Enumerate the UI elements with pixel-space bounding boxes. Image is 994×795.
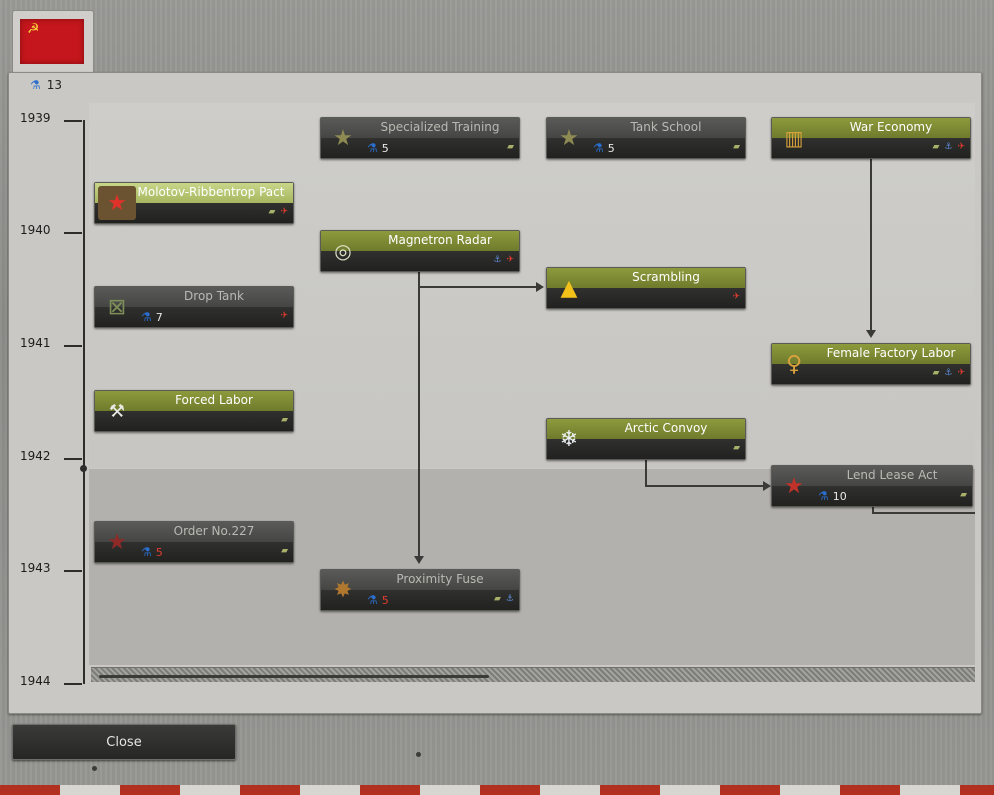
connector	[872, 505, 874, 513]
tech-card-proximity-fuse[interactable]: ✸ Proximity Fuse ⚗5 ▰⚓	[320, 569, 520, 611]
radar-icon: ◎	[334, 239, 352, 263]
tech-tags: ▰✈	[268, 207, 288, 217]
connector	[872, 512, 975, 514]
tech-tags: ▰	[960, 490, 967, 500]
soviet-flag-icon: ☭	[20, 19, 84, 64]
briefcase-icon: ★	[98, 186, 136, 220]
tech-card-tank-school[interactable]: ★ Tank School ⚗5 ▰	[546, 117, 746, 159]
tech-card-female-factory-labor[interactable]: ♀ Female Factory Labor ▰⚓✈	[771, 343, 971, 385]
tech-title: Order No.227	[173, 524, 255, 538]
tech-tags: ▰	[281, 546, 288, 556]
tech-title: Magnetron Radar	[388, 233, 492, 247]
connector-arrow	[414, 556, 424, 564]
tech-tags: ▰	[733, 142, 740, 152]
tech-cost: ⚗7	[141, 310, 163, 324]
tech-card-scrambling[interactable]: ▲ Scrambling ✈	[546, 267, 746, 309]
tech-tags: ✈	[280, 311, 288, 321]
tech-card-lend-lease-act[interactable]: ★ Lend Lease Act ⚗10 ▰	[771, 465, 973, 507]
timeline-tick	[64, 458, 82, 460]
research-points-value: 13	[46, 78, 63, 92]
tech-card-drop-tank[interactable]: ⊠ Drop Tank ⚗7 ✈	[94, 286, 294, 328]
tech-tags: ✈	[732, 292, 740, 302]
timeline-axis	[83, 120, 85, 684]
horizontal-scrollbar[interactable]	[91, 667, 975, 682]
connector	[418, 271, 420, 557]
tech-tags: ▰⚓✈	[932, 368, 965, 378]
tech-tags: ▰⚓✈	[932, 142, 965, 152]
tech-title: Drop Tank	[184, 289, 244, 303]
timeline-tick	[64, 232, 82, 234]
timeline-tick	[64, 570, 82, 572]
year-label: 1941	[20, 336, 51, 350]
tech-tags: ⚓✈	[493, 255, 514, 265]
star-icon: ★	[333, 125, 353, 151]
year-label: 1944	[20, 674, 51, 688]
tech-cost: ⚗10	[818, 489, 847, 503]
rivet	[416, 752, 421, 757]
factory-icon: ▥	[784, 126, 804, 150]
tech-title: Lend Lease Act	[846, 468, 938, 482]
research-points: ⚗ 13	[30, 78, 62, 92]
close-button[interactable]: Close	[12, 724, 236, 760]
connector	[645, 485, 763, 487]
timeline-current-marker	[80, 465, 87, 472]
tech-tags: ▰⚓	[494, 594, 514, 604]
connector-arrow	[536, 282, 544, 292]
shovel-icon: ⚒	[108, 400, 126, 422]
tech-title: Tank School	[630, 120, 702, 134]
tech-title: Proximity Fuse	[396, 572, 484, 586]
tech-card-molotov-ribbentrop-pact[interactable]: ★ Molotov-Ribbentrop Pact ▰✈	[94, 182, 294, 224]
tech-tags: ▰	[507, 142, 514, 152]
tech-title: Arctic Convoy	[624, 421, 708, 435]
tech-card-order-no-227[interactable]: ★ Order No.227 ⚗5 ▰	[94, 521, 294, 563]
tech-title: War Economy	[849, 120, 933, 134]
rivet	[92, 766, 97, 771]
year-label: 1939	[20, 111, 51, 125]
red-star-icon: ★	[107, 529, 127, 555]
timeline-tick	[64, 345, 82, 347]
tech-title: Forced Labor	[175, 393, 253, 407]
tech-cost: ⚗5	[141, 545, 163, 559]
flask-icon: ⚗	[30, 78, 41, 92]
scrollbar-thumb[interactable]	[99, 675, 489, 678]
fuel-can-icon: ⊠	[107, 294, 127, 320]
tech-card-magnetron-radar[interactable]: ◎ Magnetron Radar ⚓✈	[320, 230, 520, 272]
female-icon: ♀	[785, 351, 803, 377]
tech-title: Scrambling	[632, 270, 700, 284]
timeline-tick	[64, 120, 82, 122]
star-ship-icon: ★	[784, 473, 804, 499]
tech-tags: ▰	[733, 443, 740, 453]
connector	[645, 459, 647, 486]
year-label: 1942	[20, 449, 51, 463]
connector-arrow	[866, 330, 876, 338]
tech-cost: ⚗5	[367, 141, 389, 155]
hazard-stripe	[0, 785, 994, 795]
star-tank-icon: ★	[559, 125, 579, 151]
tech-card-specialized-training[interactable]: ★ Specialized Training ⚗5 ▰	[320, 117, 520, 159]
tech-card-war-economy[interactable]: ▥ War Economy ▰⚓✈	[771, 117, 971, 159]
tech-tags: ▰	[281, 415, 288, 425]
warning-plane-icon: ▲	[560, 275, 578, 301]
timeline-tick	[64, 683, 82, 685]
snowflake-ship-icon: ❄	[559, 426, 579, 452]
connector-arrow	[763, 481, 771, 491]
connector	[418, 286, 536, 288]
tech-title: Molotov-Ribbentrop Pact	[137, 185, 285, 199]
year-label: 1940	[20, 223, 51, 237]
tech-card-arctic-convoy[interactable]: ❄ Arctic Convoy ▰	[546, 418, 746, 460]
tech-title: Specialized Training	[380, 120, 500, 134]
explosion-icon: ✸	[333, 577, 353, 603]
tech-cost: ⚗5	[593, 141, 615, 155]
year-label: 1943	[20, 561, 51, 575]
tech-cost: ⚗5	[367, 593, 389, 607]
tech-title: Female Factory Labor	[826, 346, 956, 360]
tech-card-forced-labor[interactable]: ⚒ Forced Labor ▰	[94, 390, 294, 432]
connector	[870, 158, 872, 330]
